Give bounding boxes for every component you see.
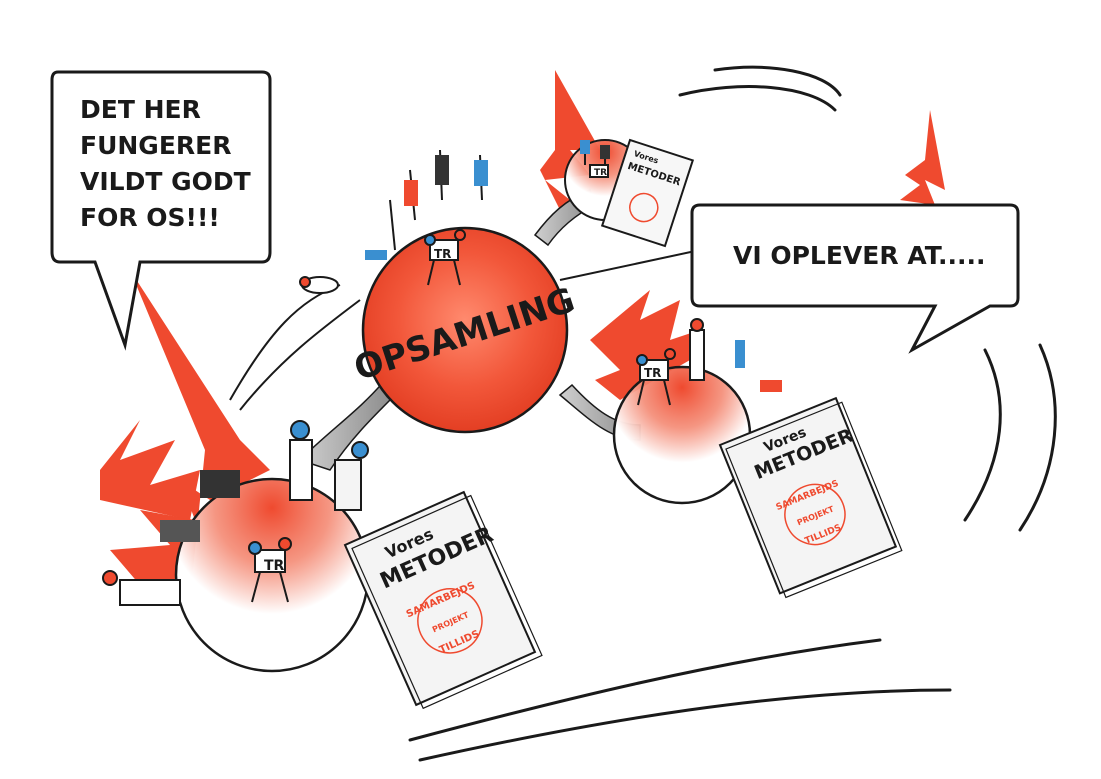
tr-label-right: TR bbox=[644, 366, 661, 380]
figure-groups bbox=[102, 140, 782, 606]
tr-label-bottom: TR bbox=[264, 558, 285, 574]
tr-label-top: TR bbox=[594, 168, 607, 178]
hub-sphere: OPSAMLING bbox=[349, 226, 580, 434]
speech-bubble-right: VI OPLEVER AT..... bbox=[690, 203, 1020, 354]
bubble-right-text: VI OPLEVER AT..... bbox=[733, 241, 985, 270]
speech-bubble-left: DET HER FUNGERER VILDT GODT FOR OS!!! bbox=[50, 70, 272, 351]
bubble-left-line-1: DET HER bbox=[80, 95, 201, 124]
bubble-left-line-4: FOR OS!!! bbox=[80, 203, 220, 232]
sphere-right bbox=[612, 365, 752, 505]
book-right: Vores METODER SAMARBEJDS PROJEKT TILLIDS bbox=[718, 396, 903, 599]
tr-label-hub: TR bbox=[434, 247, 451, 261]
book-bottom: Vores METODER SAMARBEJDS PROJEKT TILLIDS bbox=[343, 490, 543, 710]
swirl-lines bbox=[408, 65, 1057, 762]
bubble-left-line-2: FUNGERER bbox=[80, 131, 231, 160]
book-top: Vores METODER bbox=[600, 138, 695, 248]
bubble-left-line-3: VILDT GODT bbox=[80, 167, 251, 196]
